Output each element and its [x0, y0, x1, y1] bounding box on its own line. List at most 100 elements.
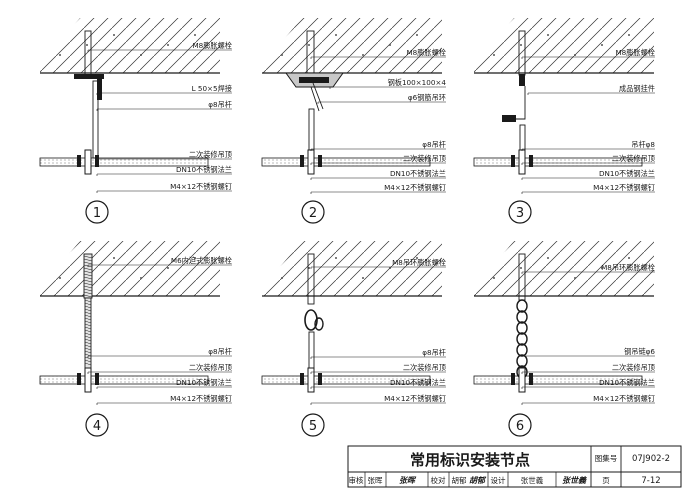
- aggregate-dot: [59, 277, 61, 279]
- rod-thread: [84, 317, 92, 321]
- atlas-number: 07J902-2: [632, 454, 670, 464]
- callout-label: DN10不锈钢法兰: [390, 378, 446, 387]
- rod-thread: [84, 347, 92, 351]
- callout-label: 吊杆φ8: [631, 140, 655, 149]
- aggregate-dot: [281, 277, 283, 279]
- false-ceiling-board: [473, 157, 643, 167]
- rod-thread: [84, 359, 92, 363]
- aggregate-dot: [547, 34, 549, 36]
- aggregate-dot: [281, 54, 283, 56]
- aggregate-dot: [628, 257, 630, 259]
- detail-number-circle: [85, 413, 109, 437]
- callout-label: M8吊环膨胀螺栓: [392, 258, 446, 267]
- aggregate-dot: [86, 44, 88, 46]
- bolt-thread: [83, 279, 93, 283]
- sign-rod-end: [518, 367, 526, 393]
- aggregate-dot: [574, 54, 576, 56]
- angle-steel-web: [97, 74, 102, 100]
- flange-right: [95, 373, 99, 385]
- callout-label: DN10不锈钢法兰: [390, 169, 446, 178]
- bolt-thread: [83, 276, 93, 280]
- rod-thread: [84, 305, 92, 309]
- rod-thread: [84, 329, 92, 333]
- bolt-thread: [83, 294, 93, 298]
- angle-steel-flange: [74, 74, 104, 79]
- callout-label: M6内迫式膨胀螺栓: [171, 256, 232, 265]
- aggregate-dot: [167, 44, 169, 46]
- callout-label: 二次装修吊顶: [189, 150, 232, 159]
- chain-link: [516, 343, 528, 357]
- rod-thread: [84, 344, 92, 348]
- callout-label: φ8吊杆: [422, 348, 446, 357]
- chain-link: [516, 310, 528, 324]
- bolt-thread: [83, 267, 93, 271]
- detail-number-circle: [85, 200, 109, 224]
- aggregate-dot: [140, 277, 142, 279]
- detail-number: 4: [93, 419, 101, 434]
- aggregate-dot: [308, 44, 310, 46]
- callout-label: 二次装修吊顶: [403, 154, 446, 163]
- callout-label: φ6钢筋吊环: [408, 93, 446, 102]
- bolt-thread: [83, 258, 93, 262]
- bolt-nut: [519, 74, 525, 86]
- callout-label: M4×12不锈钢螺钉: [170, 394, 232, 403]
- title-block-frame: [347, 445, 682, 488]
- detail-number-circle: [508, 200, 532, 224]
- rod-thread: [84, 338, 92, 342]
- detail-number: 2: [309, 206, 317, 221]
- aggregate-dot: [362, 277, 364, 279]
- aggregate-dot: [493, 277, 495, 279]
- atlas-number-label: 图集号: [595, 453, 618, 463]
- chain-link: [516, 354, 528, 368]
- rod-thread: [84, 314, 92, 318]
- detail-number: 5: [309, 419, 317, 434]
- callout-label: 二次装修吊顶: [189, 363, 232, 372]
- callout-label: 钢吊链φ6: [624, 347, 655, 356]
- concrete-slab: [262, 241, 442, 296]
- flange-left: [511, 155, 515, 167]
- callout-label: M4×12不锈钢螺钉: [170, 182, 232, 191]
- rod-thread: [84, 362, 92, 366]
- flange-left: [77, 155, 81, 167]
- callout-label: 二次装修吊顶: [612, 363, 655, 372]
- aggregate-dot: [493, 54, 495, 56]
- aggregate-dot: [194, 34, 196, 36]
- detail-number: 3: [516, 206, 524, 221]
- callout-label: DN10不锈钢法兰: [176, 165, 232, 174]
- page-label: 页: [602, 476, 610, 485]
- callout-label: M8膨胀螺栓: [406, 48, 446, 57]
- aggregate-dot: [335, 34, 337, 36]
- flange-left: [300, 373, 304, 385]
- sign-rod-end: [307, 367, 315, 393]
- review-signature: 张晖: [399, 476, 417, 485]
- aggregate-dot: [59, 54, 61, 56]
- false-ceiling-board: [473, 375, 643, 385]
- callout-label: DN10不锈钢法兰: [176, 378, 232, 387]
- sign-rod-end: [307, 149, 315, 175]
- flange-left: [300, 155, 304, 167]
- callout-label: M8膨胀螺栓: [192, 41, 232, 50]
- chain-link: [516, 332, 528, 346]
- detail-number: 1: [93, 206, 101, 221]
- bolt-thread: [83, 282, 93, 286]
- aggregate-dot: [389, 44, 391, 46]
- design-signature: 张世義: [562, 476, 587, 485]
- callout-label: M4×12不锈钢螺钉: [384, 394, 446, 403]
- aggregate-dot: [520, 267, 522, 269]
- false-ceiling-board: [39, 375, 209, 385]
- callout-label: M8膨胀螺栓: [615, 48, 655, 57]
- callout-label: φ8吊杆: [208, 347, 232, 356]
- callout-label: φ8吊杆: [422, 140, 446, 149]
- aggregate-dot: [194, 257, 196, 259]
- false-ceiling-board: [261, 375, 431, 385]
- review-name: 张晖: [368, 476, 383, 485]
- detail-number-circle: [301, 413, 325, 437]
- bolt-eye-ring: [304, 309, 318, 331]
- flange-right: [318, 373, 322, 385]
- sign-rod-end: [84, 367, 92, 393]
- flange-left: [511, 373, 515, 385]
